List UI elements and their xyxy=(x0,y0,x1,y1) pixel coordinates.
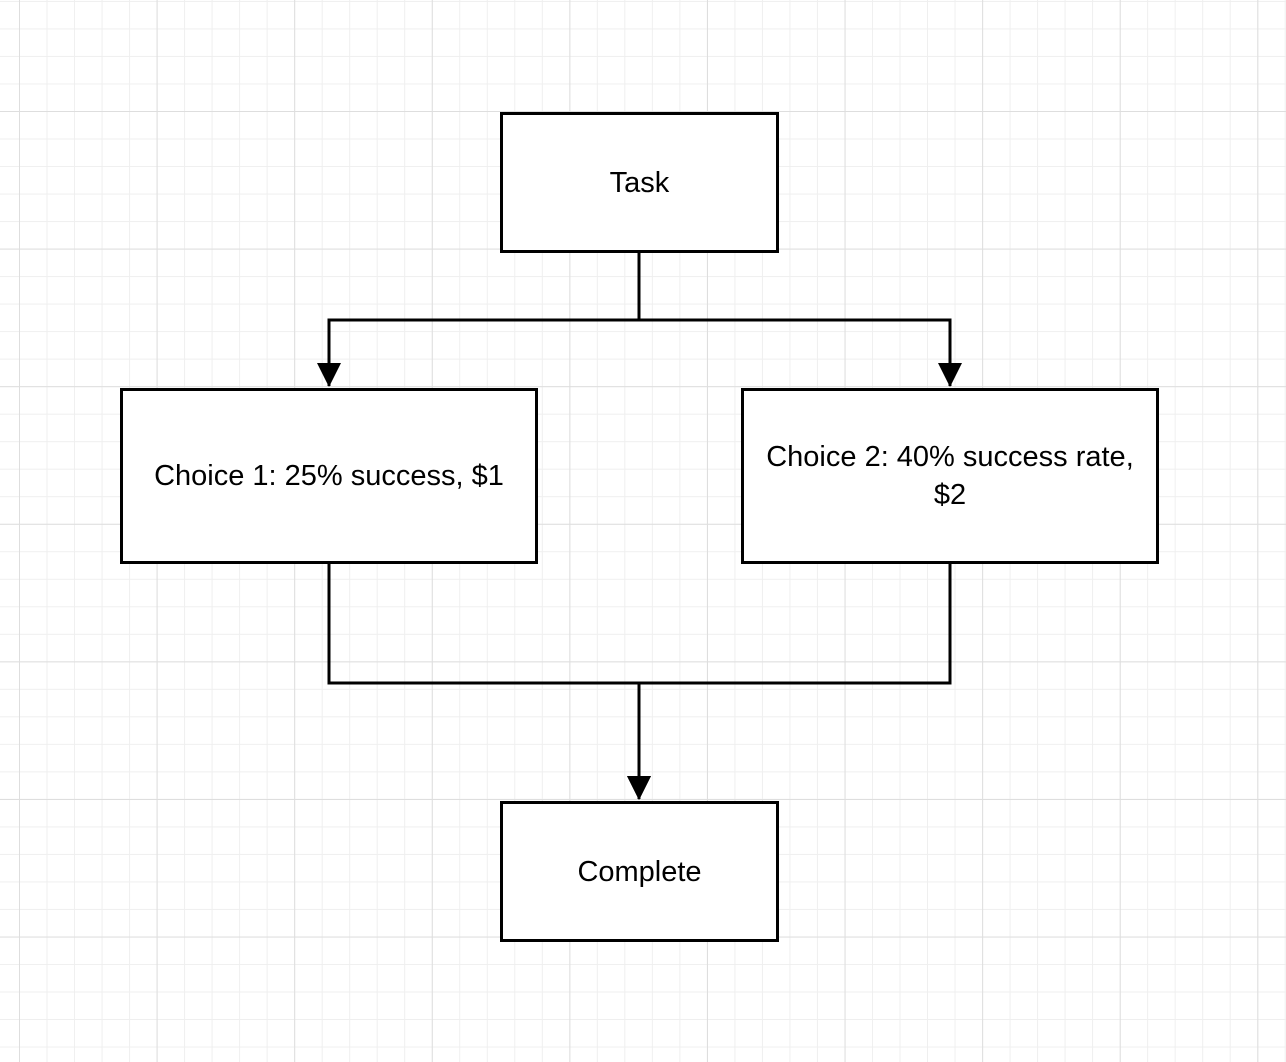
node-task-label: Task xyxy=(609,166,670,199)
node-complete-label: Complete xyxy=(577,855,702,888)
edge-task-to-choice1 xyxy=(317,253,641,387)
node-complete[interactable]: Complete xyxy=(500,801,779,942)
node-choice-2[interactable]: Choice 2: 40% success rate, $2 xyxy=(741,388,1159,564)
node-choice-1[interactable]: Choice 1: 25% success, $1 xyxy=(120,388,538,564)
edge-choice1-to-complete xyxy=(327,564,651,800)
edge-choice2-to-complete xyxy=(627,564,952,800)
edge-task-to-choice2 xyxy=(637,253,962,387)
node-choice-1-label: Choice 1: 25% success, $1 xyxy=(154,460,504,492)
node-choice-2-label: Choice 2: 40% success rate, $2 xyxy=(766,441,1134,511)
node-task[interactable]: Task xyxy=(500,112,779,253)
